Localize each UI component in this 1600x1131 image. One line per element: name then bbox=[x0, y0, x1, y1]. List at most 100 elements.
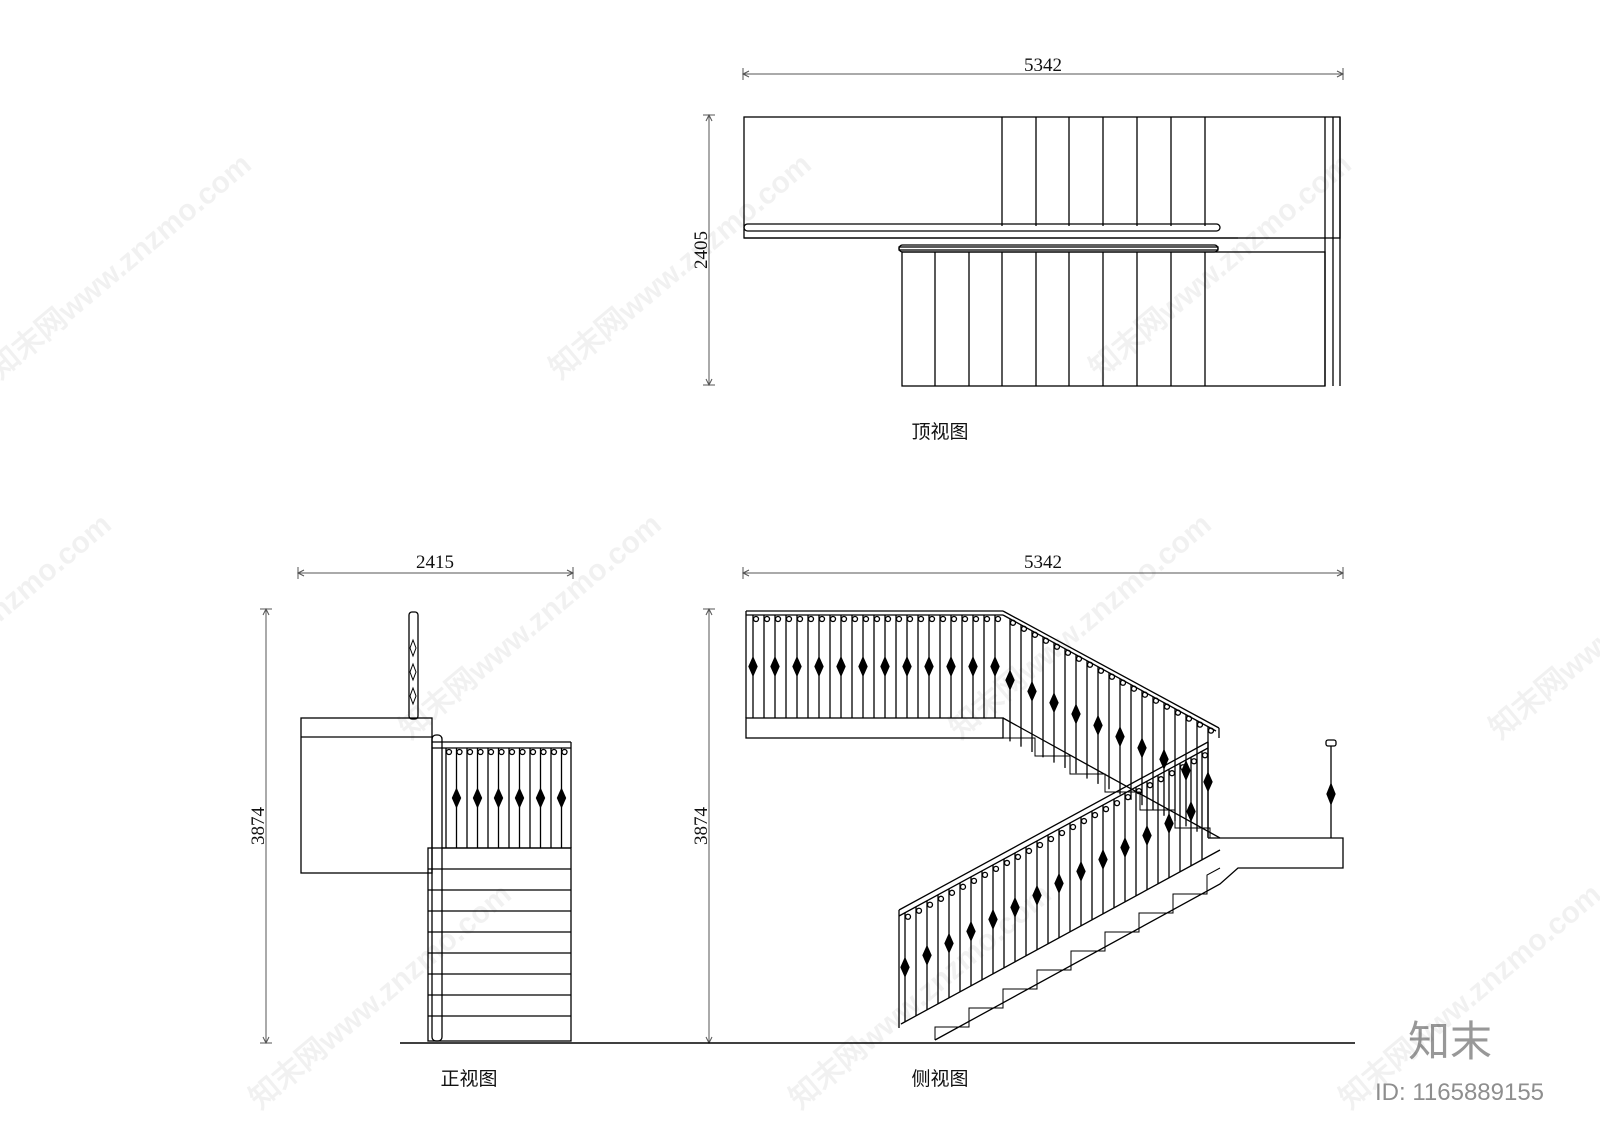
baluster-scroll bbox=[1119, 679, 1127, 686]
side-end-newel bbox=[1325, 739, 1337, 838]
baluster-scroll bbox=[1069, 823, 1077, 831]
baluster-scroll bbox=[1185, 715, 1193, 722]
baluster-scroll bbox=[1064, 649, 1072, 656]
baluster-scroll bbox=[498, 748, 505, 756]
baluster-scroll bbox=[948, 889, 956, 896]
baluster-diamond bbox=[1159, 748, 1169, 770]
side-upper-flight bbox=[934, 717, 1344, 1041]
baluster-scroll bbox=[1075, 655, 1083, 662]
baluster-diamond bbox=[1032, 884, 1042, 906]
baluster-diamond bbox=[1027, 680, 1037, 703]
baluster-diamond bbox=[514, 787, 525, 809]
baluster-scroll bbox=[477, 748, 484, 756]
front-upper-newel bbox=[408, 611, 419, 720]
baluster-diamond bbox=[880, 655, 890, 678]
baluster-scroll bbox=[829, 615, 837, 623]
baluster-scroll bbox=[851, 615, 859, 623]
baluster-scroll bbox=[774, 615, 782, 623]
baluster-diamond bbox=[535, 787, 546, 809]
front-stair-treads bbox=[428, 868, 571, 1017]
baluster-scroll bbox=[1053, 643, 1061, 650]
baluster-scroll bbox=[807, 615, 815, 623]
baluster-scroll bbox=[1179, 764, 1187, 771]
baluster-scroll bbox=[1113, 799, 1121, 807]
baluster-scroll bbox=[561, 748, 568, 756]
baluster-scroll bbox=[840, 615, 848, 623]
baluster-scroll bbox=[1141, 691, 1149, 698]
baluster-scroll bbox=[1097, 667, 1105, 674]
side-lower-balustrade bbox=[898, 741, 1220, 1028]
baluster-diamond bbox=[1005, 669, 1015, 691]
baluster-scroll bbox=[1009, 619, 1017, 626]
baluster-scroll bbox=[540, 748, 547, 756]
watermark-text: 知末网www.znzmo.com bbox=[393, 508, 667, 746]
baluster-diamond bbox=[1093, 714, 1103, 736]
baluster-scroll bbox=[972, 615, 980, 623]
baluster-diamond bbox=[902, 655, 912, 678]
front-width-label: 2415 bbox=[416, 552, 454, 573]
top-view bbox=[703, 68, 1345, 387]
watermark-text: 知末网www.znzmo.com bbox=[543, 148, 817, 386]
baluster-scroll bbox=[994, 615, 1002, 623]
baluster-scroll bbox=[1025, 847, 1033, 855]
baluster-scroll bbox=[1086, 661, 1094, 668]
baluster-scroll bbox=[456, 748, 463, 756]
baluster-scroll bbox=[1102, 805, 1110, 813]
baluster-scroll bbox=[1196, 721, 1204, 728]
baluster-scroll bbox=[884, 615, 892, 623]
baluster-diamond bbox=[792, 655, 802, 678]
side-lower-treads bbox=[934, 867, 1221, 1040]
top-depth-dimension bbox=[703, 113, 715, 387]
baluster-diamond bbox=[1076, 860, 1086, 883]
side-view bbox=[400, 567, 1355, 1045]
baluster-scroll bbox=[1168, 770, 1176, 777]
baluster-scroll bbox=[1124, 793, 1132, 801]
baluster-scroll bbox=[959, 883, 967, 890]
upper-treads bbox=[1001, 117, 1206, 226]
baluster-diamond bbox=[1181, 759, 1191, 782]
baluster-diamond bbox=[1098, 848, 1108, 871]
baluster-diamond bbox=[922, 944, 932, 966]
baluster-scroll bbox=[1036, 841, 1044, 849]
baluster-scroll bbox=[529, 748, 537, 756]
baluster-scroll bbox=[1058, 829, 1066, 837]
side-view-caption: 侧视图 bbox=[911, 1068, 968, 1090]
front-newel-post bbox=[431, 734, 443, 1042]
baluster-diamond bbox=[1164, 812, 1174, 835]
baluster-scroll bbox=[939, 615, 947, 623]
baluster-scroll bbox=[961, 615, 969, 623]
baluster-diamond bbox=[472, 787, 483, 809]
front-width-dimension bbox=[296, 567, 575, 579]
baluster-scroll bbox=[1042, 637, 1050, 644]
baluster-diamond bbox=[451, 787, 462, 809]
baluster-scroll bbox=[992, 865, 1000, 873]
baluster-diamond bbox=[748, 655, 758, 678]
front-view bbox=[260, 567, 575, 1045]
baluster-scroll bbox=[1020, 625, 1028, 632]
baluster-diamond bbox=[1054, 872, 1064, 895]
baluster-scroll bbox=[1163, 703, 1171, 710]
baluster-diamond bbox=[1142, 824, 1152, 847]
watermark-pattern: 知末网www.znzmo.com 知末网www.znzmo.com 知末网www… bbox=[0, 148, 1600, 1116]
baluster-diamond bbox=[944, 932, 954, 954]
front-view-caption: 正视图 bbox=[440, 1068, 497, 1090]
baluster-diamond bbox=[946, 655, 956, 678]
baluster-scroll bbox=[1080, 817, 1088, 825]
front-balustrade bbox=[432, 741, 572, 849]
baluster-scroll bbox=[519, 748, 526, 756]
top-depth-label: 2405 bbox=[691, 231, 712, 269]
baluster-scroll bbox=[763, 615, 771, 623]
top-view-caption: 顶视图 bbox=[911, 421, 968, 443]
baluster-diamond bbox=[836, 655, 846, 678]
baluster-diamond bbox=[1115, 726, 1125, 748]
watermark-text: 知末网www.znzmo.com bbox=[0, 508, 118, 746]
baluster-diamond bbox=[968, 655, 978, 678]
baluster-diamond bbox=[1120, 836, 1130, 859]
baluster-scroll bbox=[1201, 752, 1209, 759]
baluster-scroll bbox=[950, 615, 958, 623]
baluster-diamond bbox=[770, 655, 780, 678]
baluster-scroll bbox=[1091, 811, 1099, 819]
lower-flight-outline bbox=[901, 251, 1326, 387]
baluster-scroll bbox=[1014, 853, 1022, 861]
baluster-scroll bbox=[1174, 709, 1182, 716]
